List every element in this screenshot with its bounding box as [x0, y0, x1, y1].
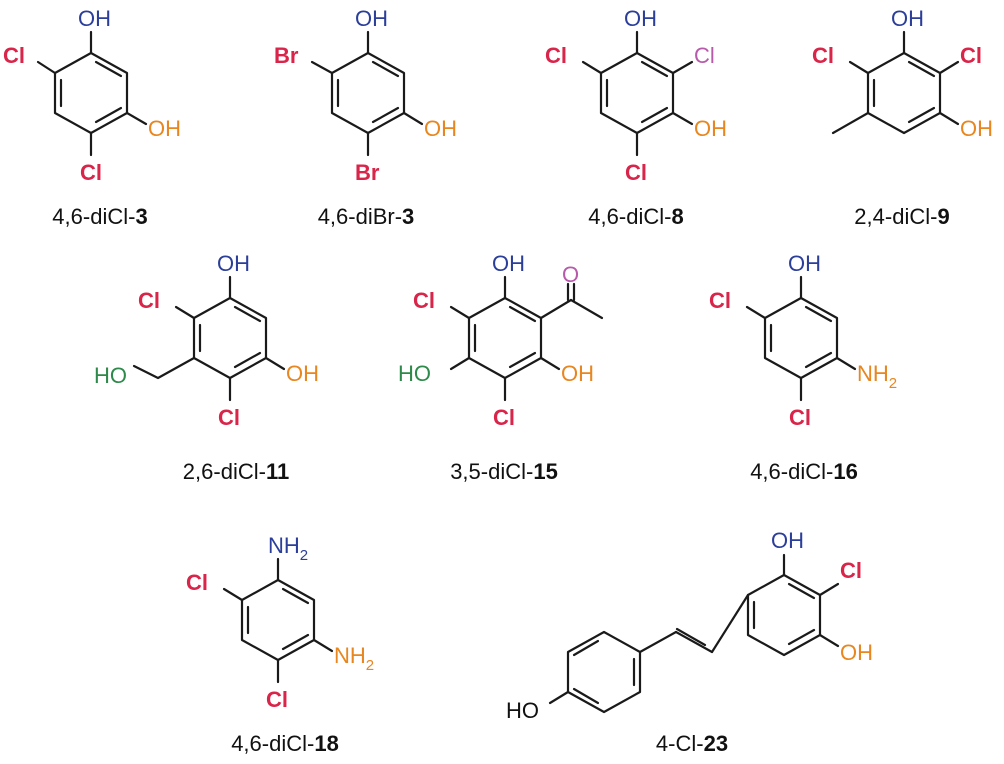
chlorine-label: Cl — [266, 687, 288, 712]
chlorine-label: Cl — [709, 288, 731, 313]
hydroxyl-label: HO — [398, 361, 431, 386]
amino-label: NH2 — [334, 643, 374, 674]
compound-caption: 4,6-diBr-3 — [318, 204, 415, 229]
hydroxymethyl-bond — [132, 356, 196, 380]
compound-2-4-dicl-9: OH Cl Cl OH 2,4-diCl-9 — [812, 6, 993, 229]
amino-label: NH2 — [268, 533, 308, 564]
hydroxyl-label: OH — [424, 116, 457, 141]
compound-3-5-dicl-15: OH O Cl HO OH Cl 3,5-diCl-15 — [398, 251, 604, 484]
phenol-ring — [566, 630, 642, 714]
chlorine-label: Cl — [789, 405, 811, 430]
compound-caption: 4,6-diCl-8 — [588, 204, 683, 229]
chlorine-label: Cl — [138, 288, 160, 313]
chlorine-label: Cl — [625, 160, 647, 185]
compound-4-6-dicl-8: OH Cl Cl OH Cl 4,6-diCl-8 — [545, 6, 727, 229]
bromine-label: Br — [274, 43, 299, 68]
compound-4-6-dicl-3: OH Cl OH Cl 4,6-diCl-3 — [3, 6, 181, 229]
amino-label: NH2 — [857, 361, 897, 392]
compound-caption: 3,5-diCl-15 — [450, 459, 558, 484]
compound-4-cl-23: OH Cl OH HO 4-Cl-23 — [506, 528, 873, 756]
hydroxyl-label: OH — [840, 640, 873, 665]
hydroxyl-label: OH — [148, 116, 181, 141]
benzene-ring — [866, 51, 942, 135]
chlorine-label: Cl — [186, 570, 208, 595]
benzene-ring — [330, 51, 406, 135]
hydroxyl-label: OH — [771, 528, 804, 553]
chlorine-label: Cl — [3, 43, 25, 68]
acetyl-group — [539, 282, 604, 320]
hydroxyl-label: OH — [561, 361, 594, 386]
benzene-ring — [192, 296, 268, 380]
hydroxyl-label: OH — [217, 251, 250, 276]
resorcinol-ring — [746, 573, 822, 657]
benzene-ring — [599, 51, 675, 135]
compound-4-6-dicl-18: NH2 Cl NH2 Cl 4,6-diCl-18 — [186, 533, 374, 756]
chlorine-label: Cl — [413, 288, 435, 313]
compound-4-6-dibr-3: OH Br OH Br 4,6-diBr-3 — [274, 6, 457, 229]
hydroxyl-label: OH — [355, 6, 388, 31]
hydroxymethyl-label: HO — [94, 363, 127, 388]
hydroxyl-label: OH — [694, 116, 727, 141]
benzene-ring — [467, 296, 543, 380]
compound-caption: 4,6-diCl-3 — [52, 204, 147, 229]
compound-caption: 2,4-diCl-9 — [854, 204, 949, 229]
chlorine-label: Cl — [218, 405, 240, 430]
benzene-ring — [240, 578, 316, 662]
chlorine-label: Cl — [80, 160, 102, 185]
hydroxyl-label: HO — [506, 698, 539, 723]
hydroxyl-label: OH — [624, 6, 657, 31]
hydroxyl-label: OH — [492, 251, 525, 276]
chlorine-label: Cl — [812, 43, 834, 68]
compound-caption: 4,6-diCl-16 — [750, 459, 858, 484]
compound-caption: 4,6-diCl-18 — [231, 731, 339, 756]
chlorine-label: Cl — [545, 43, 567, 68]
compound-caption: 4-Cl-23 — [656, 731, 728, 756]
chlorine-label: Cl — [960, 43, 982, 68]
compound-4-6-dicl-16: OH Cl NH2 Cl 4,6-diCl-16 — [709, 251, 897, 484]
benzene-ring — [763, 296, 839, 380]
compound-2-6-dicl-11: OH Cl HO OH Cl 2,6-diCl-11 — [94, 251, 319, 484]
bromine-label: Br — [355, 160, 380, 185]
chlorine-label: Cl — [493, 405, 515, 430]
hydroxyl-label: OH — [286, 361, 319, 386]
benzene-ring — [53, 51, 129, 135]
vinylene-bridge — [638, 593, 750, 654]
chlorine-label: Cl — [840, 558, 862, 583]
hydroxyl-label: OH — [891, 6, 924, 31]
carbonyl-oxygen-label: O — [562, 262, 579, 287]
chlorine-label: Cl — [694, 43, 715, 68]
methyl-bond — [831, 111, 870, 135]
hydroxyl-label: OH — [78, 6, 111, 31]
hydroxyl-label: OH — [788, 251, 821, 276]
compound-caption: 2,6-diCl-11 — [183, 459, 289, 484]
hydroxyl-label: OH — [960, 116, 993, 141]
